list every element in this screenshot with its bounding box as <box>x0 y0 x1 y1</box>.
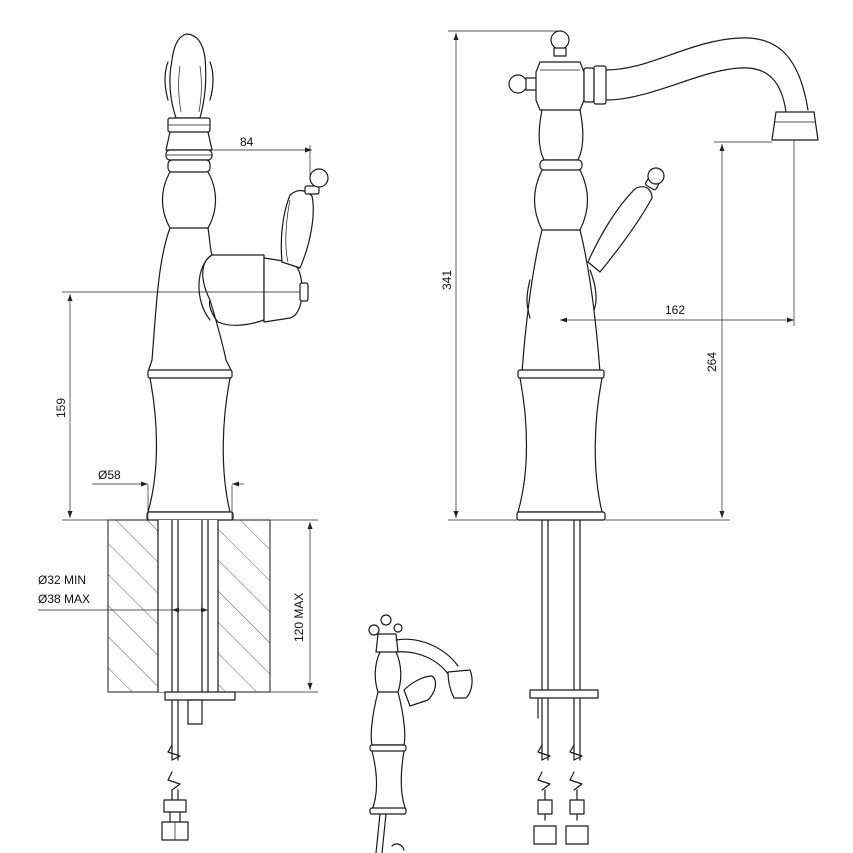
perspective-view <box>368 614 473 853</box>
lower-body-side <box>147 377 231 513</box>
dim-spout-reach: 162 <box>665 303 685 317</box>
front-view <box>508 30 819 845</box>
lever-handle-side <box>280 190 314 269</box>
body-side <box>147 227 265 373</box>
dim-spout-offset: 84 <box>240 135 254 149</box>
upper-bulb-side <box>161 171 217 229</box>
dim-deck-thickness: 120 MAX <box>292 593 306 642</box>
lever-handle-front <box>587 186 653 273</box>
dim-total-height: 341 <box>440 270 454 290</box>
dim-hole-max: Ø38 MAX <box>38 592 90 606</box>
dim-base-diameter: Ø58 <box>98 468 121 482</box>
spout-arc-front <box>605 37 809 113</box>
dim-hole-min: Ø32 MIN <box>38 573 86 587</box>
front-view-dimensions: 341 162 264 <box>440 30 795 521</box>
dim-lever-height: 159 <box>54 398 68 418</box>
dim-outlet-height: 264 <box>705 352 719 372</box>
side-view-dimensions: 84 159 Ø58 Ø32 MIN Ø38 MAX 120 MAX <box>38 135 318 693</box>
spout-top-side <box>169 33 207 119</box>
side-view <box>107 33 329 841</box>
